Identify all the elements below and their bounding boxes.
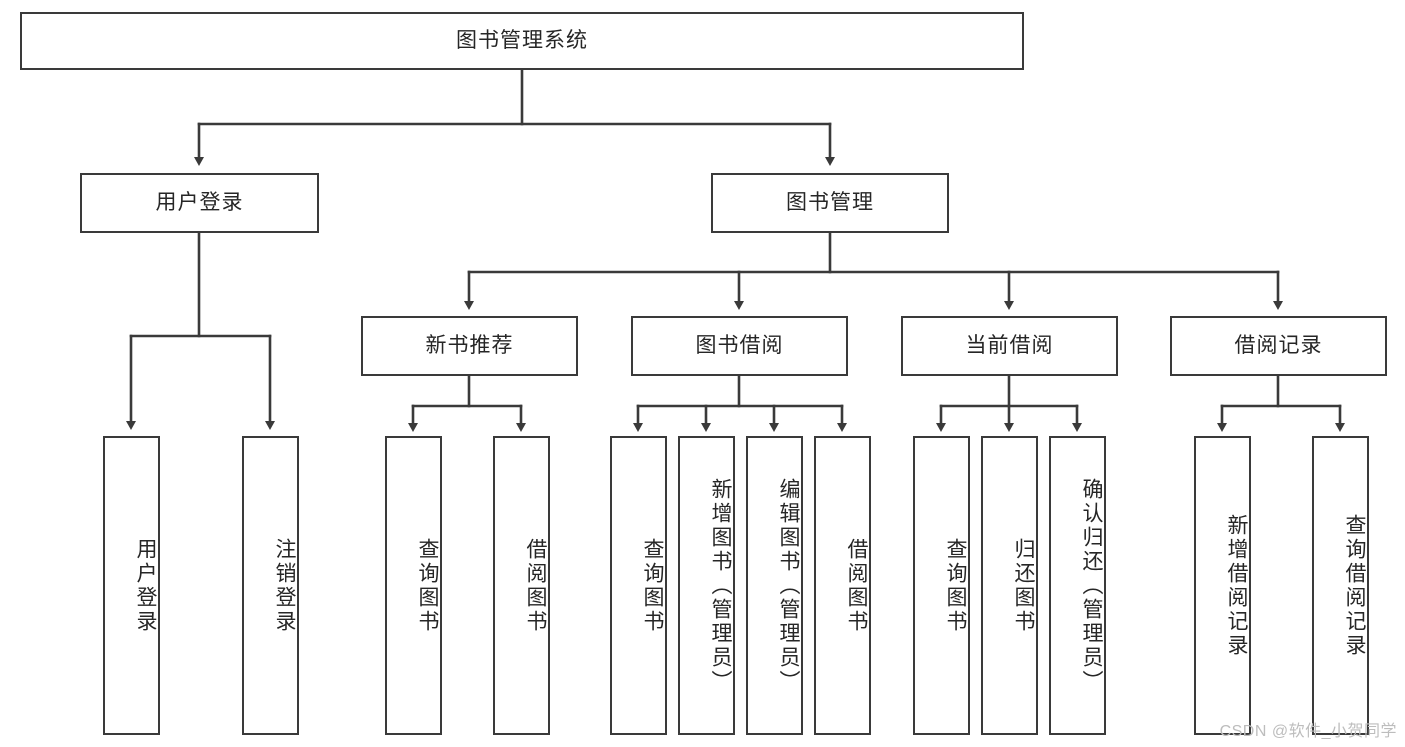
node-borrow-record[interactable]: 借阅记录 [1170, 316, 1387, 376]
node-label: 图书管理系统 [456, 29, 588, 53]
node-label: 归还图书 [1012, 537, 1035, 634]
node-label: 借阅图书 [845, 537, 868, 634]
node-user-login[interactable]: 用户登录 [80, 173, 319, 233]
node-label: 当前借阅 [965, 334, 1054, 358]
node-label: 图书借阅 [695, 334, 784, 358]
node-label: 用户登录 [134, 537, 157, 634]
leaf-book-borrow-edit-book-admin[interactable]: 编辑图书（管理员） [746, 436, 803, 735]
node-label: 查询图书 [944, 537, 967, 634]
node-label: 注销登录 [273, 537, 296, 634]
node-label: 新增图书（管理员） [709, 477, 732, 694]
leaf-current-borrow-query-book[interactable]: 查询图书 [913, 436, 970, 735]
node-book-management[interactable]: 图书管理 [711, 173, 949, 233]
leaf-new-book-borrow-book[interactable]: 借阅图书 [493, 436, 550, 735]
node-label: 图书管理 [786, 191, 874, 215]
node-label: 借阅记录 [1234, 334, 1323, 358]
node-label: 用户登录 [155, 191, 244, 215]
node-root-book-management-system[interactable]: 图书管理系统 [20, 12, 1024, 70]
leaf-book-borrow-add-book-admin[interactable]: 新增图书（管理员） [678, 436, 735, 735]
leaf-current-borrow-return-book[interactable]: 归还图书 [981, 436, 1038, 735]
node-label: 借阅图书 [524, 537, 547, 634]
leaf-user-login-logout[interactable]: 注销登录 [242, 436, 299, 735]
node-label: 新增借阅记录 [1225, 513, 1248, 658]
leaf-current-borrow-confirm-return-admin[interactable]: 确认归还（管理员） [1049, 436, 1106, 735]
node-label: 查询图书 [641, 537, 664, 634]
node-label: 编辑图书（管理员） [777, 477, 800, 694]
node-label: 查询图书 [416, 537, 439, 634]
leaf-book-borrow-query-book[interactable]: 查询图书 [610, 436, 667, 735]
csdn-watermark: CSDN @软件_小贺同学 [1219, 723, 1397, 740]
node-label: 确认归还（管理员） [1080, 477, 1103, 694]
leaf-borrow-record-add-record[interactable]: 新增借阅记录 [1194, 436, 1251, 735]
node-label: 查询借阅记录 [1343, 513, 1366, 658]
node-book-borrow[interactable]: 图书借阅 [631, 316, 848, 376]
leaf-user-login-login[interactable]: 用户登录 [103, 436, 160, 735]
leaf-book-borrow-borrow-book[interactable]: 借阅图书 [814, 436, 871, 735]
node-label: 新书推荐 [425, 334, 514, 358]
node-current-borrow[interactable]: 当前借阅 [901, 316, 1118, 376]
leaf-new-book-query-book[interactable]: 查询图书 [385, 436, 442, 735]
node-new-book-recommend[interactable]: 新书推荐 [361, 316, 578, 376]
leaf-borrow-record-query-record[interactable]: 查询借阅记录 [1312, 436, 1369, 735]
